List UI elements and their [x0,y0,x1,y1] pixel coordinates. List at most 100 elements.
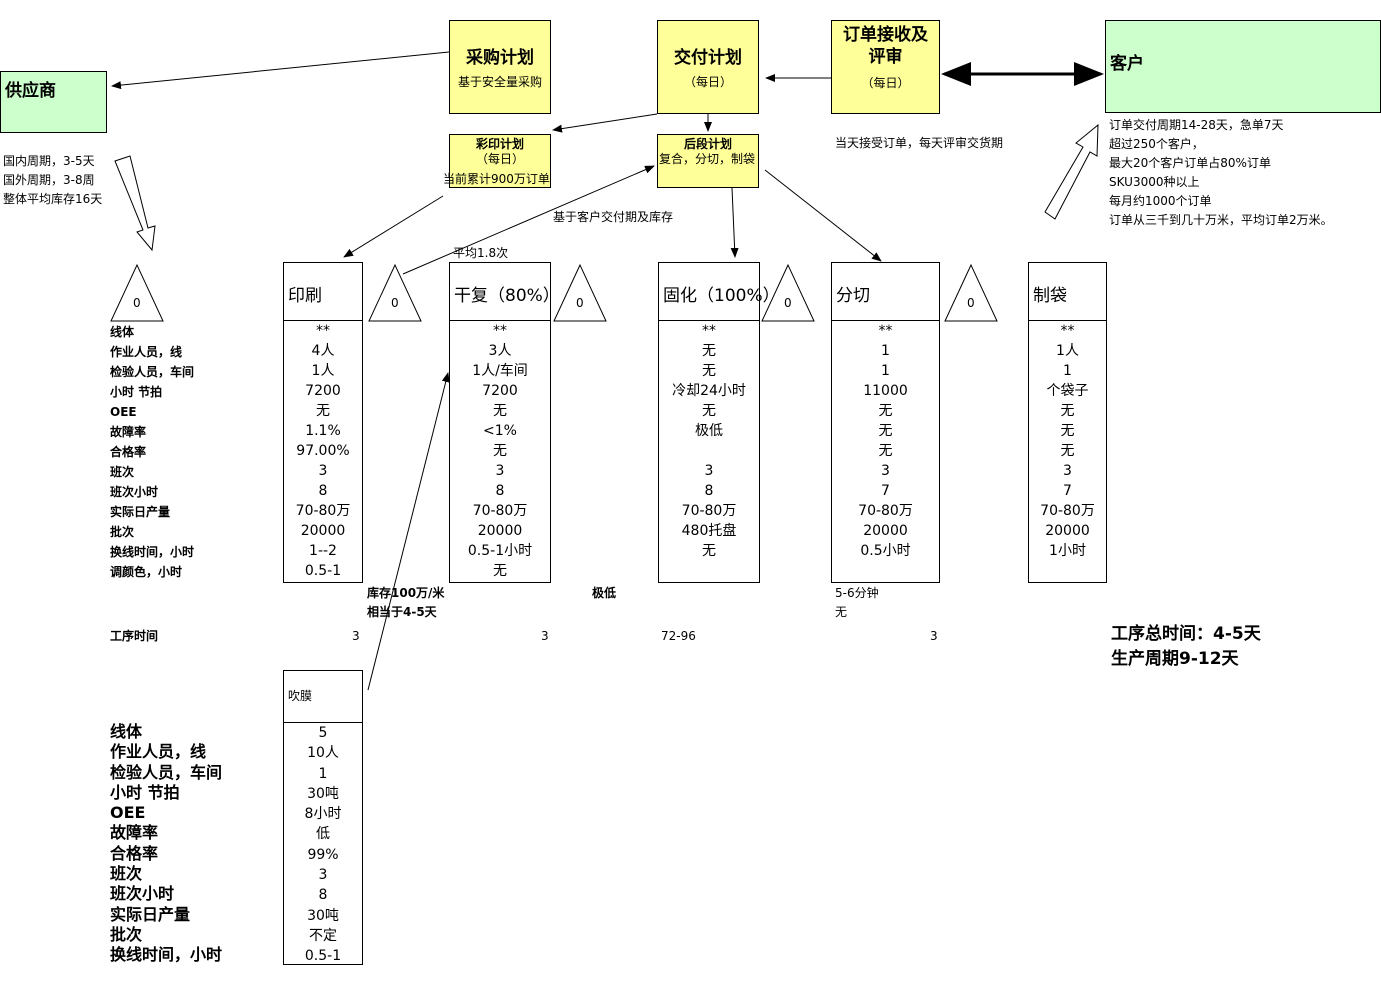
process-value [659,441,759,461]
process-name: 制袋 [1029,263,1106,321]
stock-note: 库存100万/米 [367,586,445,600]
process-value: 7200 [482,383,518,399]
back-plan-sub: 复合，分切，制袋 [659,152,756,166]
process-value: ** [702,323,716,339]
film-row-label: 班次 [110,864,143,884]
arrow-delivery-to-colorprint [552,113,658,133]
customer-box: 客户 [1105,20,1381,113]
process-value: 1人 [311,363,335,379]
inventory-triangle-2 [368,263,422,322]
process-time-value: 3 [930,629,938,643]
customer-title: 客户 [1110,54,1144,74]
film-value: 30吨 [307,785,339,802]
process-value: 0.5-1 [304,563,342,579]
process-box-curing: 固化（100%） ** 无 无 冷却24小时 无 极低 3 8 70-80万 4… [658,262,780,583]
film-value: 1 [318,765,328,782]
arrow-film-to-lamination [367,372,450,691]
supplier-note: 整体平均库存16天 [3,192,103,206]
process-value: 1人/车间 [472,363,528,379]
process-value: 8 [704,483,714,499]
process-value: 无 [702,363,716,379]
slit-change-note: 5-6分钟 [835,586,879,600]
process-value: 7 [1063,483,1072,499]
arrow-purchase-to-supplier [111,51,450,90]
inventory-value-5: 0 [967,296,975,310]
customer-note: 最大20个客户订单占80%订单 [1109,156,1271,170]
row-label: 调颜色，小时 [110,565,183,579]
order-review-box: 订单接收及评审 （每日） [831,20,940,114]
process-value: 极低 [695,423,723,439]
purchase-plan-box: 采购计划 基于安全量采购 [449,20,551,114]
row-label: 批次 [110,525,135,539]
order-review-title: 订单接收及评审 [843,25,928,67]
order-review-note: 当天接受订单，每天评审交货期 [835,136,1004,150]
process-value: ** [878,323,893,339]
order-review-sub: （每日） [861,76,910,90]
process-name: 分切 [832,263,939,321]
film-value: 10人 [307,745,339,762]
process-value: 480托盘 [681,523,737,539]
process-box-bag-making: 制袋 ** 1人 1 个袋子 无 无 无 3 7 70-80万 20000 1小… [1028,262,1107,583]
row-label: 小时 节拍 [110,385,163,399]
shipment-arrow-customer [1044,123,1099,220]
film-row-label: 合格率 [110,843,159,863]
process-name: 干复（80%） [450,263,560,321]
film-value: 30吨 [307,907,339,924]
process-box-dry-lamination: 干复（80%） ** 3人 1人/车间 7200 无 <1% 无 3 8 70-… [449,262,560,583]
film-row-label: 实际日产量 [110,904,191,924]
process-value [659,561,759,581]
production-cycle: 生产周期9-12天 [1111,649,1239,669]
process-value: 0.5-1小时 [467,543,533,559]
process-value: 无 [1060,443,1075,459]
process-value: <1% [483,423,517,439]
slit-none-note: 无 [835,605,848,619]
film-value: 8小时 [304,806,342,823]
process-value: ** [493,323,507,339]
process-value: ** [316,323,330,339]
process-value: 无 [702,343,716,359]
process-value: 4人 [311,343,335,359]
process-box-film-blowing: 吹膜 5 10人 1 30吨 8小时 低 99% 3 8 30吨 不定 0.5-… [283,670,363,965]
row-label: 换线时间，小时 [110,545,195,559]
delivery-plan-box: 交付计划 （每日） [657,20,759,114]
inventory-value-2: 0 [391,296,399,310]
process-value: 冷却24小时 [672,383,746,399]
process-values: ** 4人 1人 7200 无 1.1% 97.00% 3 8 70-80万 2… [284,321,362,581]
process-value: 无 [878,403,893,419]
delivery-plan-title: 交付计划 [674,48,742,68]
process-value: 11000 [863,383,908,399]
row-label: 故障率 [110,425,147,439]
color-print-plan-sub: （每日） [475,152,524,166]
process-value: 无 [702,543,716,559]
inventory-value-4: 0 [784,296,792,310]
film-row-label: 线体 [110,722,143,741]
process-values: ** 1人 1 个袋子 无 无 无 3 7 70-80万 20000 1小时 [1029,321,1106,581]
inventory-value-1: 0 [133,296,141,310]
process-time-value: 72-96 [661,629,696,643]
process-value: 0.5小时 [860,543,911,559]
color-print-plan-box: 彩印计划 （每日） [449,134,551,188]
process-value: 97.00% [296,443,350,459]
film-value: 不定 [309,927,337,944]
process-value: 70-80万 [472,503,528,519]
arrow-to-back-plan [402,165,655,275]
supplier-note: 国外周期，3-8周 [3,173,95,187]
back-plan-note: 基于客户交付期及库存 [553,210,674,224]
process-value: 8 [495,483,505,499]
process-value: 7200 [305,383,341,399]
inventory-value-3: 0 [576,296,584,310]
process-value: 3 [495,463,505,479]
film-row-labels: 线体 作业人员，线 检验人员，车间 小时 节拍 OEE 故障率 合格率 班次 班… [110,722,222,966]
shipment-arrow-supplier [114,155,156,252]
film-value: 低 [316,826,330,843]
process-value: 无 [493,563,507,579]
film-row-label: 换线时间，小时 [110,945,223,965]
process-name: 固化（100%） [659,263,780,321]
color-print-plan-note: 当前累计900万订单 [443,172,550,186]
process-value: 1小时 [1049,543,1086,559]
process-values: ** 3人 1人/车间 7200 无 <1% 无 3 8 70-80万 2000… [450,321,550,581]
supplier-note: 国内周期，3-5天 [3,154,95,168]
film-value: 0.5-1 [304,948,342,965]
process-value: 无 [878,423,893,439]
